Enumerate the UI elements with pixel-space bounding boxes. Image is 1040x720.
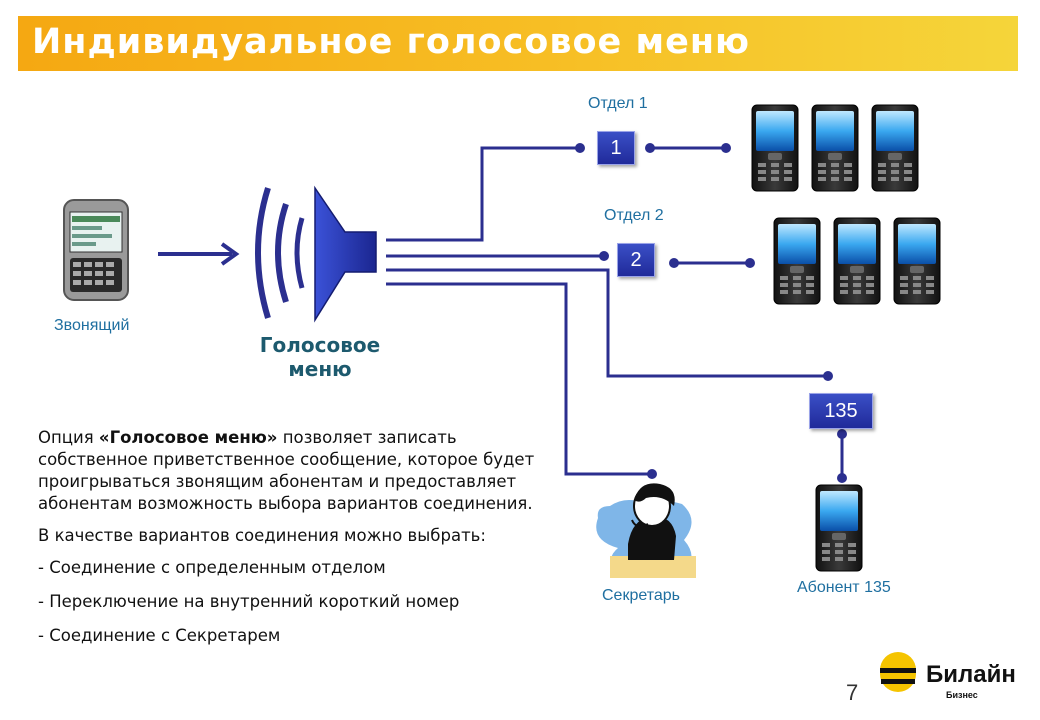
speaker-icon	[255, 185, 377, 323]
description-paragraph-1: Опция «Голосовое меню» позволяет записат…	[38, 427, 558, 515]
dept2-number-box: 2	[617, 243, 655, 277]
description-paragraph-2: В качестве вариантов соединения можно вы…	[38, 526, 486, 545]
subscriber-phone-icon	[815, 484, 863, 572]
para1-prefix: Опция	[38, 428, 99, 447]
dept2-label: Отдел 2	[604, 207, 664, 224]
voice-menu-label: Голосовое меню	[245, 333, 395, 381]
connection-lines	[386, 146, 844, 476]
subscriber-label: Абонент 135	[797, 579, 891, 596]
title-bar: Индивидуальное голосовое меню	[18, 16, 1018, 71]
secretary-label: Секретарь	[602, 587, 680, 604]
option-item: - Соединение с Секретарем	[38, 626, 281, 645]
beeline-logo: Билайн Бизнес	[880, 652, 1016, 700]
dept2-phones	[773, 217, 941, 305]
dept1-number-box: 1	[597, 131, 635, 165]
connection-dots	[575, 143, 847, 483]
dept1-label: Отдел 1	[588, 95, 648, 112]
caller-label: Звонящий	[54, 317, 130, 334]
option-item: - Соединение с определенным отделом	[38, 558, 386, 577]
caller-phone-icon	[63, 199, 129, 301]
voice-menu-label-line2: меню	[288, 357, 352, 381]
caller-arrow	[158, 242, 240, 266]
description-text: Опция «Голосовое меню» позволяет записат…	[38, 427, 558, 659]
beeline-logo-icon	[880, 652, 916, 692]
extension-135-box: 135	[809, 393, 873, 429]
para1-rest: позволяет записать собственное приветств…	[38, 428, 535, 513]
brand-name: Билайн	[926, 661, 1016, 688]
voice-menu-label-line1: Голосовое	[259, 333, 381, 357]
page-title: Индивидуальное голосовое меню	[32, 22, 751, 62]
dept1-phones	[751, 104, 919, 192]
secretary-icon	[596, 483, 696, 578]
page-number: 7	[846, 680, 859, 705]
brand-sub: Бизнес	[946, 690, 978, 700]
para1-bold: «Голосовое меню»	[98, 428, 278, 447]
option-item: - Переключение на внутренний короткий но…	[38, 592, 460, 611]
